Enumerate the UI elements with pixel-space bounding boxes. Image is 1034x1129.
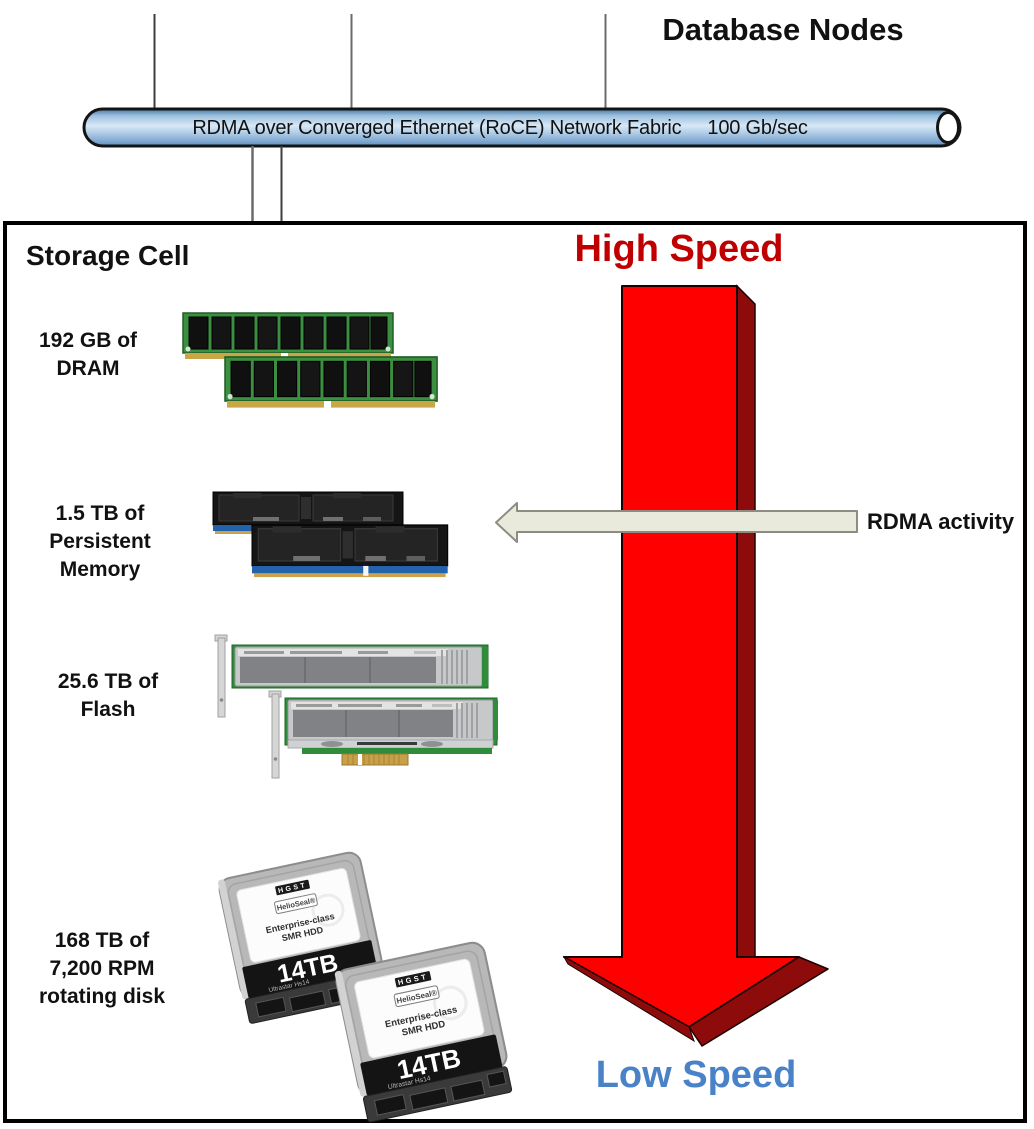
database-nodes-title: Database Nodes: [662, 12, 904, 47]
speed-arrow: [562, 284, 829, 1047]
persistent-memory-modules-image: [212, 491, 449, 578]
high-speed-label: High Speed: [574, 228, 784, 270]
flash-heatsink: [293, 710, 453, 737]
storage-connector-lines: [251, 146, 283, 221]
tier-label-persistent-memory: 1.5 TB of Persistent Memory: [49, 502, 151, 581]
db-node-connector-lines: [153, 14, 607, 110]
hdd-label: [236, 867, 361, 963]
network-fabric-text: RDMA over Converged Ethernet (RoCE) Netw…: [60, 112, 940, 144]
hdd-brand-plate: [394, 971, 432, 988]
flash-card: [214, 634, 489, 718]
hdd-brand-plate: [275, 879, 310, 896]
flash-bracket: [217, 637, 226, 718]
hdd-capacity-band: [242, 940, 378, 999]
flash-heatsink: [240, 657, 436, 683]
hdd-drive: HGST HelioSeal® Enterprise-class SMR HDD…: [217, 851, 387, 1024]
dram-modules-image: [182, 312, 438, 408]
fabric-label: RDMA over Converged Ethernet (RoCE) Netw…: [192, 116, 682, 139]
flash-card: [268, 690, 498, 779]
speed-arrow-bevel-right: [688, 956, 829, 1047]
dimm-module: [182, 312, 394, 359]
flash-pcie-fingers: [341, 753, 409, 766]
flash-bracket: [271, 693, 280, 779]
dimm-module: [224, 356, 438, 408]
tier-label-dram: 192 GB of DRAM: [38, 329, 138, 380]
pmem-module: [251, 524, 449, 578]
hdd-capacity-band: [360, 1034, 503, 1096]
hdd-drive: HGST HelioSeal® Enterprise-class SMR HDD…: [334, 941, 513, 1123]
rdma-activity-label: RDMA activity: [867, 509, 1015, 534]
network-fabric-cylinder: [82, 107, 962, 148]
speed-arrow-side: [736, 284, 756, 965]
storage-cell-title: Storage Cell: [26, 240, 190, 271]
speed-arrow-bevel-left: [562, 955, 695, 1043]
tier-label-rotating-disk: 168 TB of 7,200 RPM rotating disk: [38, 929, 165, 1008]
hdd-label: [354, 958, 485, 1059]
flash-cards-image: [214, 634, 498, 779]
cylinder-end-cap: [936, 111, 960, 144]
tier-label-flash: 25.6 TB of Flash: [57, 670, 159, 721]
speed-arrow-face: [563, 285, 800, 1028]
pmem-module: [212, 491, 404, 534]
low-speed-label: Low Speed: [595, 1054, 797, 1096]
hdd-images: HGST HelioSeal® Enterprise-class SMR HDD…: [217, 851, 513, 1123]
fabric-speed: 100 Gb/sec: [707, 116, 808, 139]
rdma-activity-arrow: [495, 502, 858, 543]
storage-cell-box: [3, 221, 1027, 1123]
pmem-pcb-edge: [252, 565, 448, 574]
